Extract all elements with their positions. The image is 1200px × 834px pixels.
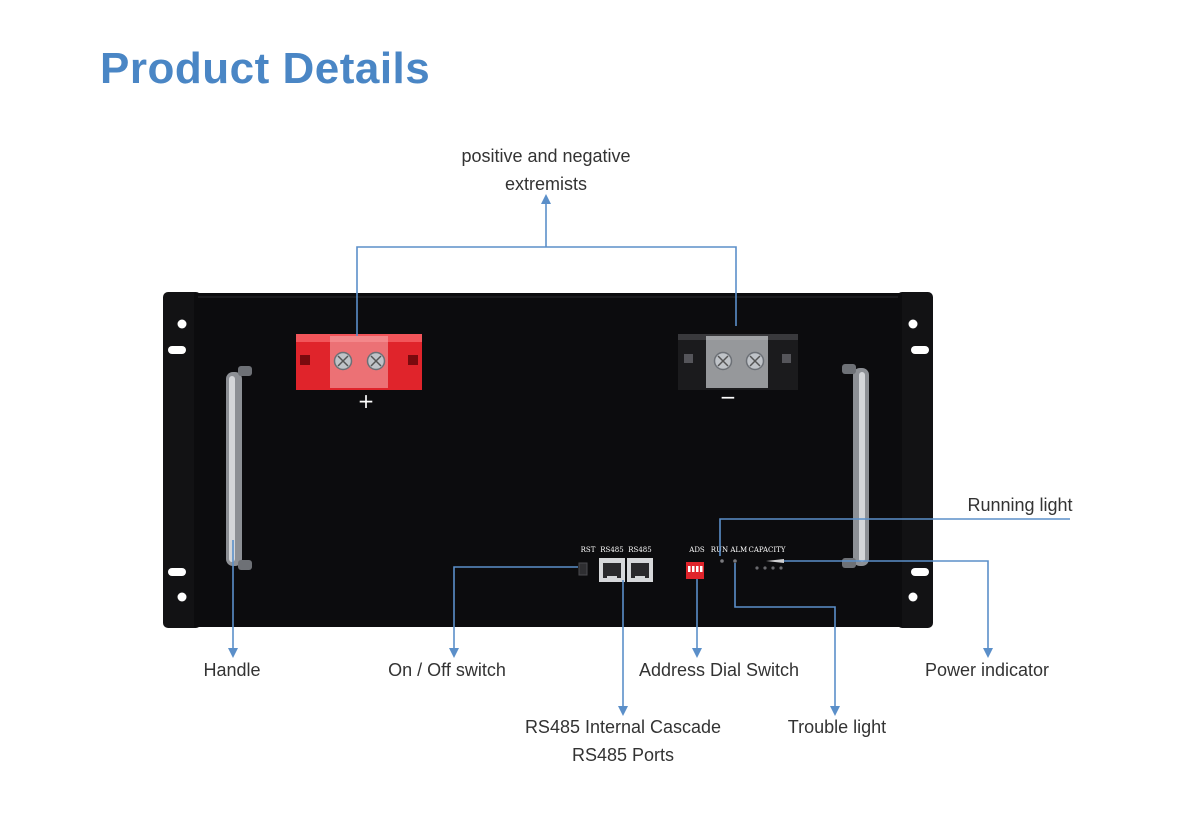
positive-terminal — [296, 334, 422, 390]
right-rack-ear — [897, 292, 933, 628]
terminals-arrow — [541, 194, 551, 204]
power-indicator-callout-line — [784, 560, 989, 650]
handle-arrow — [228, 648, 238, 658]
power-indicator-arrow — [983, 648, 993, 658]
rs485-label: RS485 Internal Cascade RS485 Ports — [503, 713, 743, 769]
rs485-label-a: RS485 — [600, 546, 623, 554]
capacity-leds — [755, 566, 783, 570]
terminals-label-line2: extremists — [504, 174, 587, 194]
right-mounting-holes — [908, 319, 929, 602]
left-mounting-holes — [168, 319, 187, 602]
right-handle — [842, 364, 869, 568]
trouble-light-callout-line — [734, 563, 836, 708]
running-light-label: Running light — [967, 495, 1073, 515]
left-handle — [226, 366, 252, 570]
terminals-label-line1: positive and negative — [461, 146, 631, 166]
rs485-label-line1: RS485 Internal Cascade — [524, 717, 722, 737]
on-off-switch-callout-line — [453, 566, 578, 650]
power-indicator-label: Power indicator — [924, 660, 1050, 680]
ads-label: ADS — [688, 546, 705, 554]
rs485-arrow — [618, 706, 628, 716]
rst-label: RST — [581, 546, 596, 554]
reset-switch — [578, 562, 588, 576]
negative-terminal — [678, 334, 798, 390]
running-light-callout-line — [719, 518, 1070, 556]
trouble-light-arrow — [830, 706, 840, 716]
on-off-switch-arrow — [449, 648, 459, 658]
rs485-label-line2: RS485 Ports — [571, 745, 675, 765]
trouble-light-label: Trouble light — [787, 717, 887, 737]
capacity-label: CAPACITY — [749, 546, 786, 554]
page-title: Product Details — [100, 44, 431, 93]
handle-label: Handle — [203, 660, 261, 680]
terminals-label: positive and negative extremists — [446, 142, 646, 198]
alm-led — [733, 559, 737, 563]
address-dip-switch — [686, 562, 704, 579]
negative-sign: − — [720, 385, 737, 409]
left-rack-ear — [163, 292, 201, 628]
rs485-label-b: RS485 — [628, 546, 651, 554]
capacity-indicator-bar — [766, 559, 784, 563]
run-alm-label: RUN ALM — [711, 546, 747, 554]
rs485-ports — [599, 558, 653, 582]
on-off-switch-label: On / Off switch — [388, 660, 506, 680]
address-dial-arrow — [692, 648, 702, 658]
positive-sign: + — [358, 389, 375, 413]
run-led — [720, 559, 724, 563]
address-dial-switch-label: Address Dial Switch — [638, 660, 800, 680]
